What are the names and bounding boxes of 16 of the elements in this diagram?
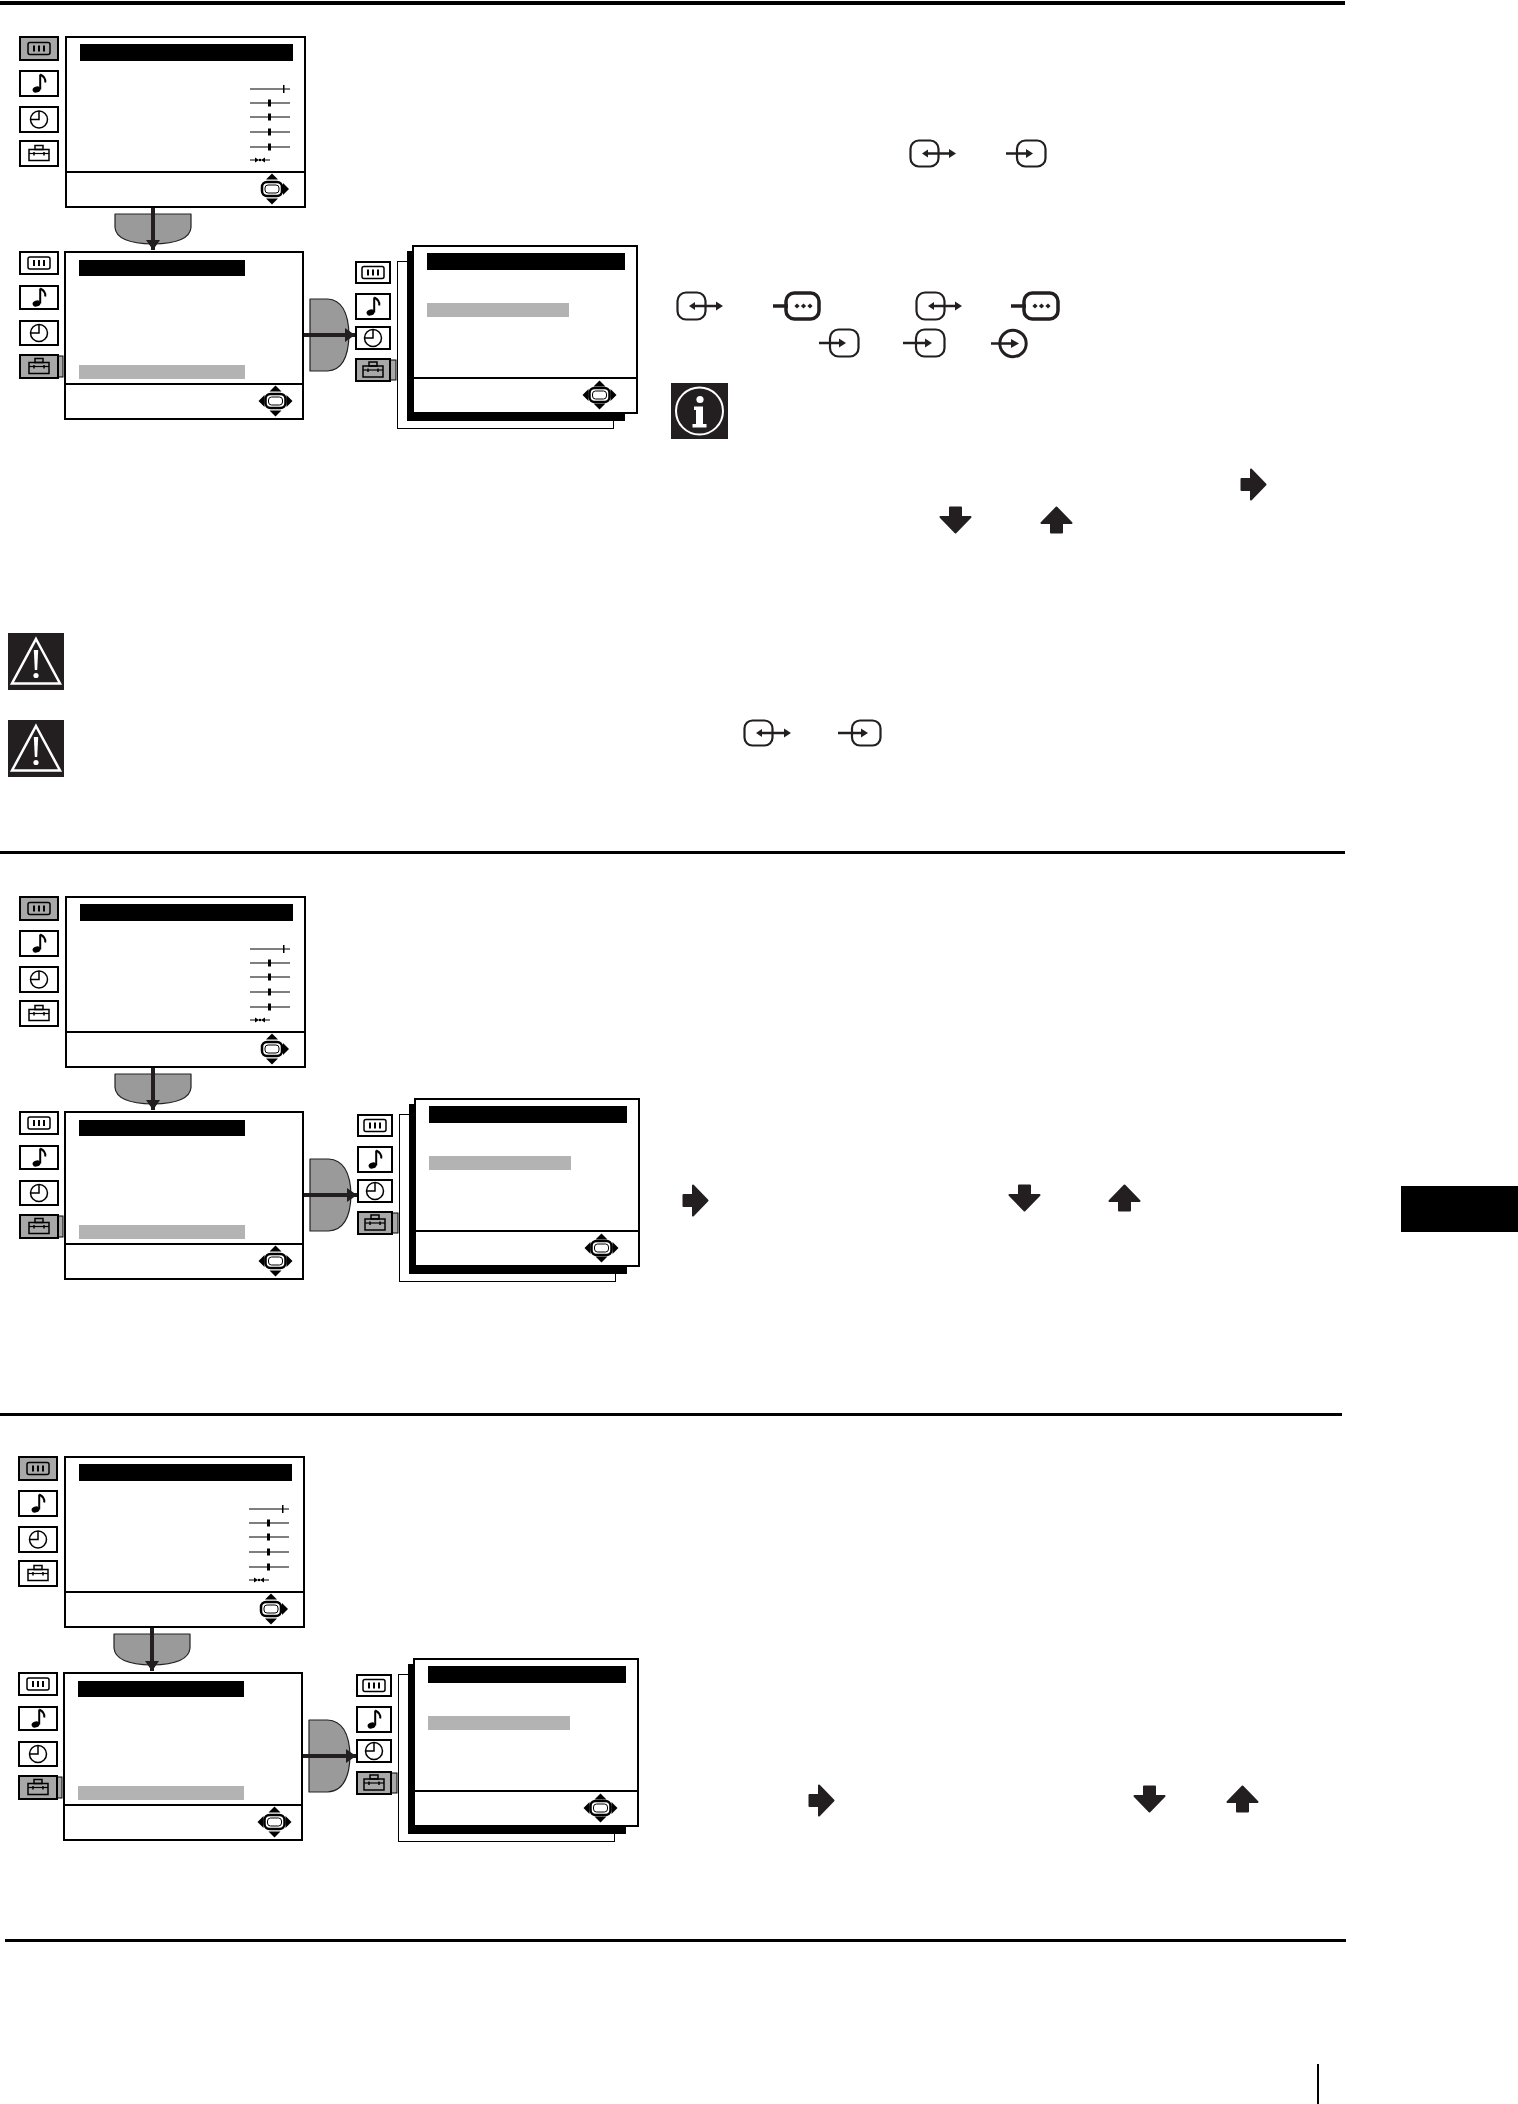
menu-display: [357, 1098, 640, 1282]
arrow-tab: [304, 1158, 357, 1232]
menu-display: [16, 1671, 303, 1841]
menu-display: [17, 1110, 304, 1280]
menu-display: [356, 1658, 639, 1842]
arrow-tab: [114, 1068, 192, 1110]
menu-display: [17, 895, 306, 1068]
arrow-tab: [114, 208, 192, 250]
menu-display: [16, 1455, 305, 1628]
arrow-tab: [113, 1628, 191, 1671]
menu-display: [17, 250, 304, 420]
menu-display: [355, 245, 638, 429]
menu-display: [17, 35, 306, 208]
arrow-tab: [304, 298, 355, 372]
arrow-tab: [303, 1719, 356, 1793]
section-tab: [1401, 1186, 1518, 1232]
